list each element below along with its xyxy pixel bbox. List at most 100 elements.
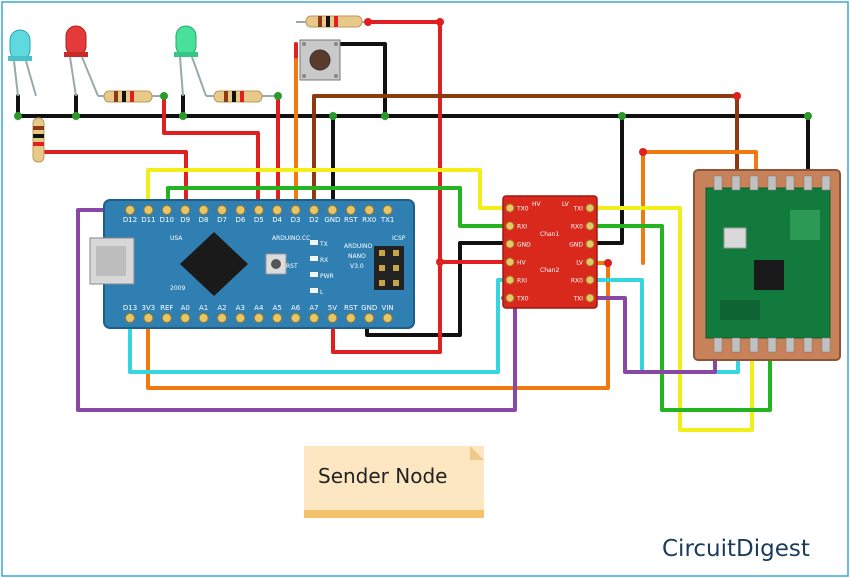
nano-bottom-pin-a5	[272, 313, 283, 323]
nano-top-pin-label: D10	[160, 216, 174, 224]
note-label: Sender Node	[318, 464, 447, 488]
nano-bottom-pin-ref	[161, 313, 172, 323]
nano-top-pin-d12	[125, 205, 135, 215]
led-l-label: L	[320, 289, 324, 296]
nano-top-pin-d5	[253, 205, 264, 215]
nano-bottom-pin-gnd	[364, 313, 375, 323]
nano-top-pin-d10	[161, 205, 172, 215]
nano-bottom-pin-a2	[217, 313, 227, 323]
shifter-right-pin-label: LV	[576, 260, 584, 267]
led-tx-label: TX	[319, 241, 328, 248]
board-title-line1: ARDUINO	[344, 243, 373, 250]
shifter-right-pin-label: RX0	[571, 224, 583, 231]
push-button-icon[interactable]	[299, 39, 341, 81]
shifter-right-pin-1	[585, 221, 595, 231]
nano-bottom-pin-label: GND	[361, 304, 377, 312]
shifter-left-pin-1	[505, 221, 515, 231]
resistor-icon	[32, 117, 45, 163]
nano-top-pin-rst	[345, 205, 356, 215]
wire-junctions	[14, 92, 812, 120]
brand-logo: CircuitDigest	[662, 536, 810, 562]
nano-top-pin-d11	[143, 205, 154, 215]
nano-bottom-pin-label: VIN	[382, 304, 394, 312]
nano-bottom-pin-3v3	[143, 313, 154, 323]
nano-top-pin-d2	[309, 205, 319, 215]
nano-top-pin-d6	[235, 205, 246, 215]
lora-nss-wire	[578, 224, 772, 412]
nano-bottom-pin-label: A2	[217, 304, 226, 312]
nano-top-pin-d9	[180, 205, 191, 215]
nano-bottom-pin-a0	[180, 313, 191, 323]
nano-top-pin-label: D12	[123, 216, 137, 224]
nano-top-pin-gnd	[327, 205, 338, 215]
d11-yellow-wire	[146, 168, 505, 212]
shifter-right-pin-3	[585, 257, 595, 267]
nano-top-pin-label: D5	[254, 216, 264, 224]
nano-top-pin-d3	[290, 205, 301, 215]
shifter-right-pin-label: GND	[569, 242, 583, 249]
reset-button	[271, 259, 281, 269]
nano-bottom-pin-a4	[253, 313, 264, 323]
shifter-lv-header: LV	[562, 201, 570, 208]
nano-top-pin-label: D7	[217, 216, 227, 224]
nano-bottom-pin-label: A5	[273, 304, 282, 312]
shifter-left-pin-5	[505, 293, 515, 303]
nano-top-pin-label: GND	[324, 216, 340, 224]
d13-cyan-wire	[128, 278, 505, 374]
shifter-left-pin-4	[505, 275, 515, 285]
shifter-left-pin-3	[505, 257, 515, 267]
nano-bottom-pin-a7	[309, 313, 319, 323]
nano-bottom-pin-label: A4	[254, 304, 264, 312]
nano-top-pin-label: RX0	[362, 216, 376, 224]
shifter-left-pin-label: RXI	[517, 278, 527, 285]
nano-top-pin-label: D11	[141, 216, 155, 224]
nano-top-pin-label: TX1	[380, 216, 395, 224]
board-year-label: 2009	[170, 285, 185, 292]
shifter-left-pin-0	[505, 203, 515, 213]
board-cc-label: ARDUINO.CC	[272, 235, 310, 242]
board-usa-label: USA	[170, 235, 183, 242]
nano-bottom-pin-a6	[290, 313, 301, 323]
five-volt-wire	[331, 20, 442, 354]
shifter-left-pin-label: GND	[517, 242, 531, 249]
led-cyan-icon	[8, 29, 37, 97]
resistor-icon	[296, 15, 368, 28]
shifter-left-pin-label: HV	[517, 260, 527, 267]
nano-bottom-pin-label: D13	[123, 304, 137, 312]
shifter-chan1-label: Chan1	[540, 231, 559, 238]
nano-bottom-pin-label: A7	[309, 304, 318, 312]
nano-bottom-pin-vin	[382, 313, 393, 323]
nano-gnd2-wire	[365, 241, 505, 337]
resistor-icon	[98, 90, 164, 103]
sender-node-note: Sender Node	[304, 446, 484, 518]
led-red-icon	[64, 25, 99, 97]
microcontroller-chip	[180, 232, 248, 296]
lv-3v3-wire	[146, 261, 610, 390]
shifter-right-pin-0	[585, 203, 595, 213]
led-pwr-label: PWR	[320, 273, 334, 280]
nano-bottom-pin-d13	[125, 313, 135, 323]
d2-brown-wire	[312, 94, 739, 212]
shifter-left-pin-label: TX0	[516, 206, 529, 213]
nano-bottom-pin-label: A0	[181, 304, 190, 312]
shifter-hv-header: HV	[532, 201, 542, 208]
nano-bottom-pin-label: A1	[199, 304, 208, 312]
nano-top-pin-rx0	[364, 205, 375, 215]
board-title-line3: V3.0	[350, 263, 364, 270]
brand-name: CircuitDigest	[662, 536, 810, 562]
shifter-right-pin-label: TXI	[572, 206, 583, 213]
nano-bottom-pin-a1	[198, 313, 209, 323]
shifter-chan2-label: Chan2	[540, 267, 559, 274]
lora-miso-wire	[578, 296, 717, 374]
nano-top-pin-tx1	[382, 205, 393, 215]
nano-bottom-pin-5v	[327, 313, 338, 323]
nano-top-pin-d7	[217, 205, 227, 215]
nano-top-pin-d8	[198, 205, 209, 215]
nano-top-pin-label: D3	[291, 216, 301, 224]
nano-top-pin-label: D9	[180, 216, 190, 224]
